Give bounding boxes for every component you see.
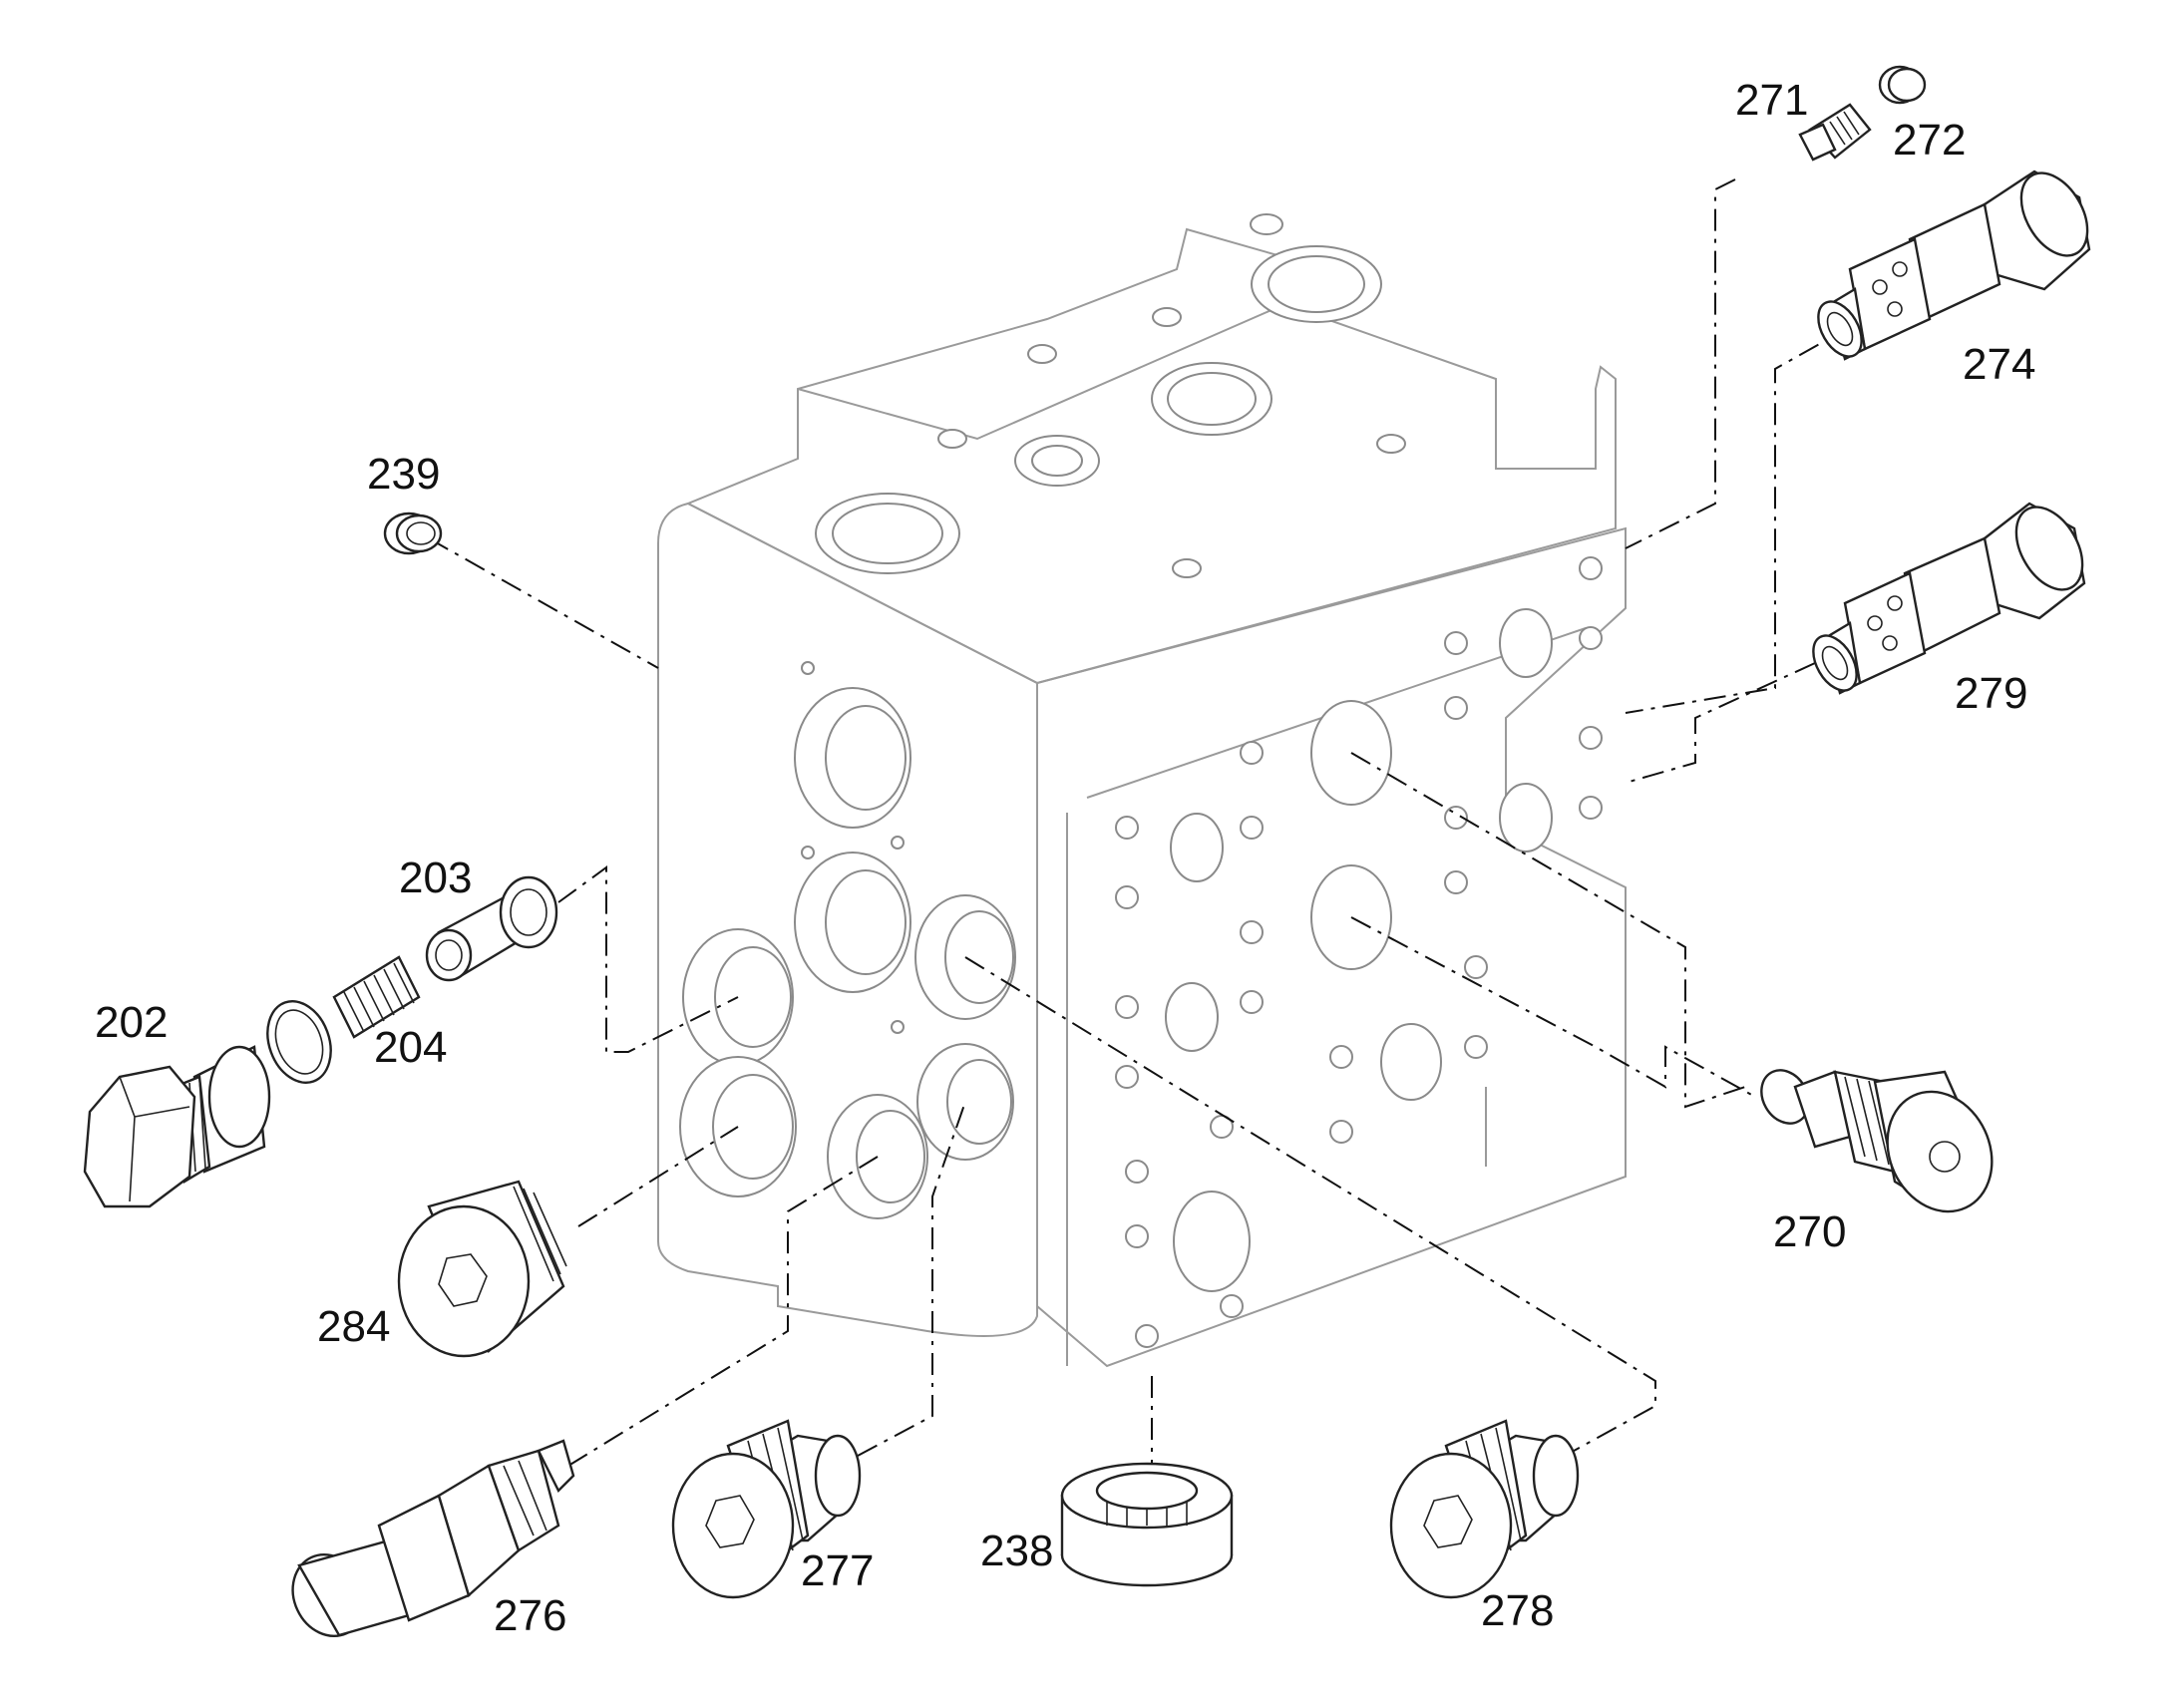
part-274-cartridge-valve (1817, 170, 2091, 361)
label-271: 271 (1735, 76, 1808, 125)
bolt-hole-pattern (801, 556, 1603, 1348)
label-277: 277 (801, 1546, 874, 1595)
label-239: 239 (367, 450, 440, 499)
part-276-cartridge (291, 1439, 575, 1638)
part-238-plug (1060, 1462, 1234, 1587)
part-270-relief-plug (1760, 1069, 1994, 1213)
label-203: 203 (399, 854, 472, 902)
label-238: 238 (980, 1527, 1053, 1575)
part-203-sleeve (425, 875, 558, 982)
part-284-plug (397, 1180, 567, 1358)
valve-body (657, 213, 1627, 1368)
part-277-plug (671, 1419, 862, 1599)
label-276: 276 (494, 1591, 566, 1640)
part-labels: 239 271 272 274 279 203 202 204 270 284 … (95, 76, 2035, 1640)
leader-lines (428, 178, 1856, 1486)
label-270: 270 (1773, 1207, 1846, 1256)
label-202: 202 (95, 998, 168, 1047)
part-204-spring (266, 955, 421, 1084)
part-278-plug (1389, 1419, 1580, 1599)
label-274: 274 (1963, 340, 2035, 389)
part-271-screw (1798, 103, 1872, 162)
part-272-cap (1878, 65, 1927, 105)
label-284: 284 (317, 1302, 390, 1351)
label-272: 272 (1893, 116, 1966, 165)
label-204: 204 (374, 1023, 447, 1072)
part-239-plug (383, 512, 443, 555)
part-279-cartridge-valve (1812, 502, 2086, 695)
label-279: 279 (1955, 669, 2027, 718)
label-278: 278 (1481, 1586, 1554, 1635)
part-202-hex-plug (83, 1045, 271, 1208)
